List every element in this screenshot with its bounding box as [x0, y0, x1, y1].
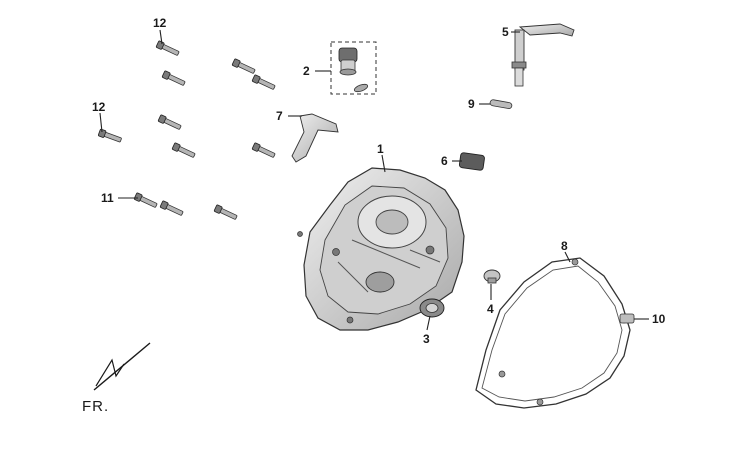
bolt-11-1: [133, 192, 159, 210]
callout-6: 6: [441, 154, 448, 168]
callout-4: 4: [487, 302, 494, 316]
callout-12-top: 12: [153, 16, 167, 30]
callout-11: 11: [101, 191, 114, 205]
direction-label: FR.: [82, 398, 109, 415]
callout-8: 8: [561, 239, 568, 253]
front-direction-indicator: FR.: [82, 342, 151, 415]
bolt-12a-7: [251, 142, 277, 160]
bolt-12a-4: [251, 74, 277, 92]
callout-2: 2: [303, 64, 310, 78]
bolt-12a-1: [155, 40, 181, 58]
callout-9: 9: [468, 97, 475, 111]
plug: [483, 269, 501, 284]
kick-shaft: [511, 23, 575, 87]
bolt-11-2: [159, 200, 185, 218]
bolt-11-3: [213, 204, 239, 222]
bolt-group-11: [133, 192, 239, 222]
bolt-12a-3: [231, 58, 257, 76]
callout-7: 7: [276, 109, 283, 123]
crankcase-cover: [297, 167, 465, 331]
dowel-pin: [489, 99, 513, 109]
callout-10: 10: [652, 312, 666, 326]
callout-5: 5: [502, 25, 509, 39]
oil-filler-plug: [330, 41, 377, 95]
direction-arrow-head: [95, 358, 125, 387]
oil-seal: [419, 298, 445, 318]
bolt-12a-6: [171, 142, 197, 160]
callout-3: 3: [423, 332, 430, 346]
leader-lines: [99, 29, 649, 331]
part-2-dashed-box: [330, 41, 377, 95]
callout-1: 1: [377, 142, 384, 156]
small-cap: [458, 152, 485, 171]
callout-labels: 12 12 11 2 5 9 7 1 6 8 4 3 10: [92, 16, 666, 346]
bolt-12a-5: [157, 114, 183, 132]
bolt-12a-2: [161, 70, 187, 88]
dowel-10: [619, 313, 635, 324]
gasket: [475, 257, 631, 409]
bracket: [291, 113, 339, 163]
bolt-group-upper: [155, 40, 277, 160]
callout-12-left: 12: [92, 100, 106, 114]
